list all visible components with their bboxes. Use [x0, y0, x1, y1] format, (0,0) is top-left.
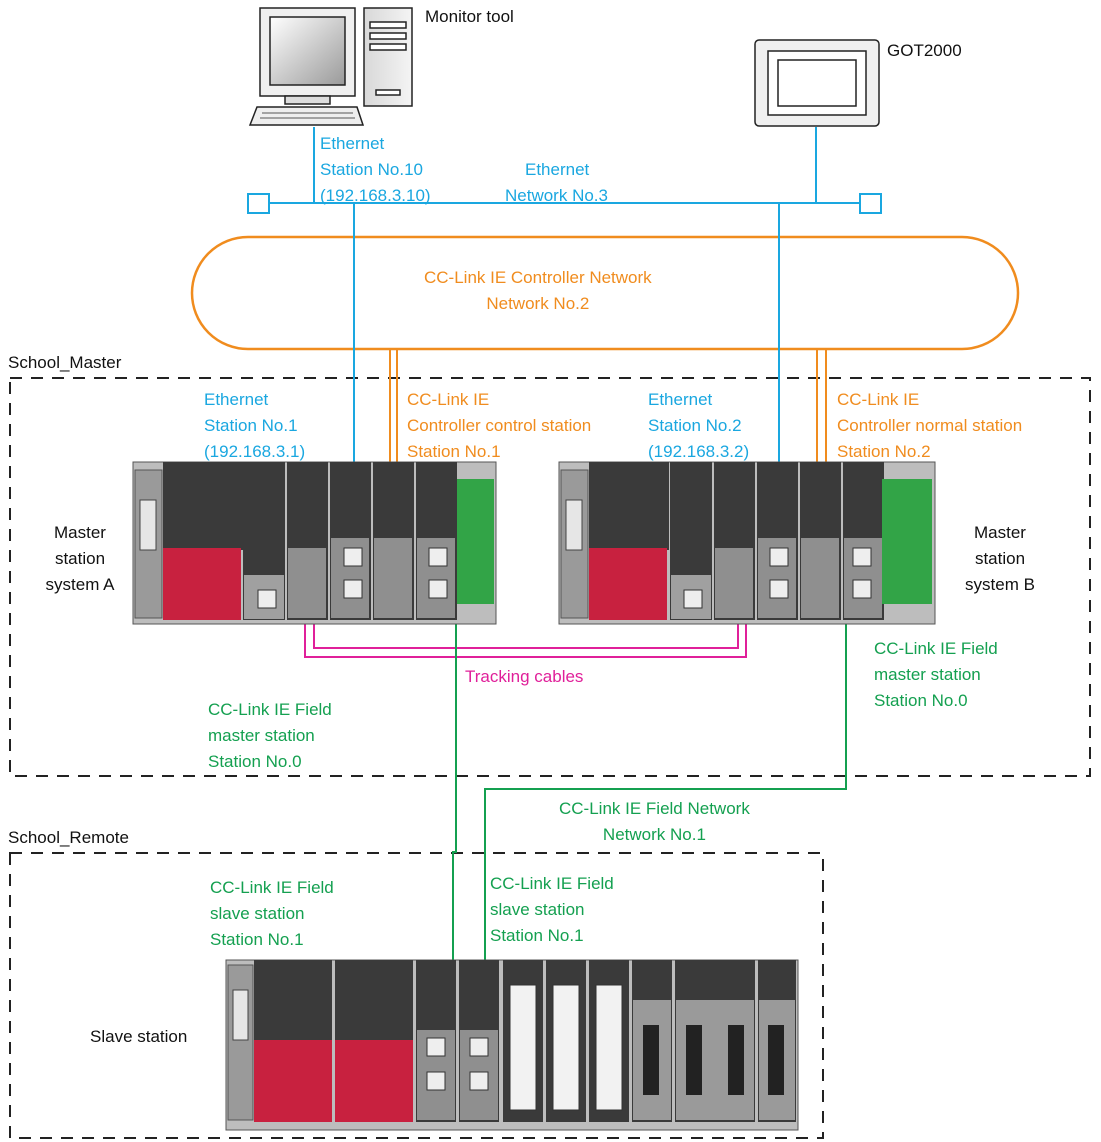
school-master-boundary — [9, 377, 1091, 777]
plc-rack-slave-station — [225, 959, 799, 1131]
field-network-label: CC-Link IE Field Network Network No.1 — [559, 799, 750, 844]
system-b-label: Master station system B — [965, 523, 1035, 594]
system-b-controller-label: CC-Link IE Controller normal station Sta… — [837, 390, 1023, 461]
pc-ethernet-station: Ethernet Station No.10 (192.168.3.10) — [320, 134, 431, 205]
slave-1-label: CC-Link IE Field slave station Station N… — [210, 878, 334, 949]
controller-network-ring — [190, 235, 1020, 351]
system-b-field-label: CC-Link IE Field master station Station … — [874, 639, 998, 710]
monitor-tool-label: Monitor tool — [425, 7, 514, 26]
school-remote-title: School_Remote — [8, 828, 129, 847]
system-b-ethernet-label: Ethernet Station No.2 (192.168.3.2) — [648, 390, 750, 461]
got2000-label: GOT2000 — [887, 41, 962, 60]
pc-icon — [248, 7, 413, 126]
plc-rack-system-b — [558, 461, 936, 625]
controller-network-label: CC-Link IE Controller Network Network No… — [424, 268, 652, 313]
plc-rack-system-a — [132, 461, 497, 625]
system-a-ethernet-label: Ethernet Station No.1 (192.168.3.1) — [204, 390, 306, 461]
slave-2-label: CC-Link IE Field slave station Station N… — [490, 874, 614, 945]
school-remote-boundary — [9, 852, 824, 1139]
slave-station-label: Slave station — [90, 1027, 188, 1046]
ethernet-network-label: Ethernet Network No.3 — [505, 160, 608, 205]
system-a-field-label: CC-Link IE Field master station Station … — [208, 700, 332, 771]
system-a-controller-label: CC-Link IE Controller control station St… — [407, 390, 592, 461]
school-master-title: School_Master — [8, 353, 122, 372]
tracking-cables-label: Tracking cables — [465, 667, 584, 686]
system-a-label: Master station system A — [45, 523, 115, 594]
got2000-icon — [754, 39, 880, 127]
